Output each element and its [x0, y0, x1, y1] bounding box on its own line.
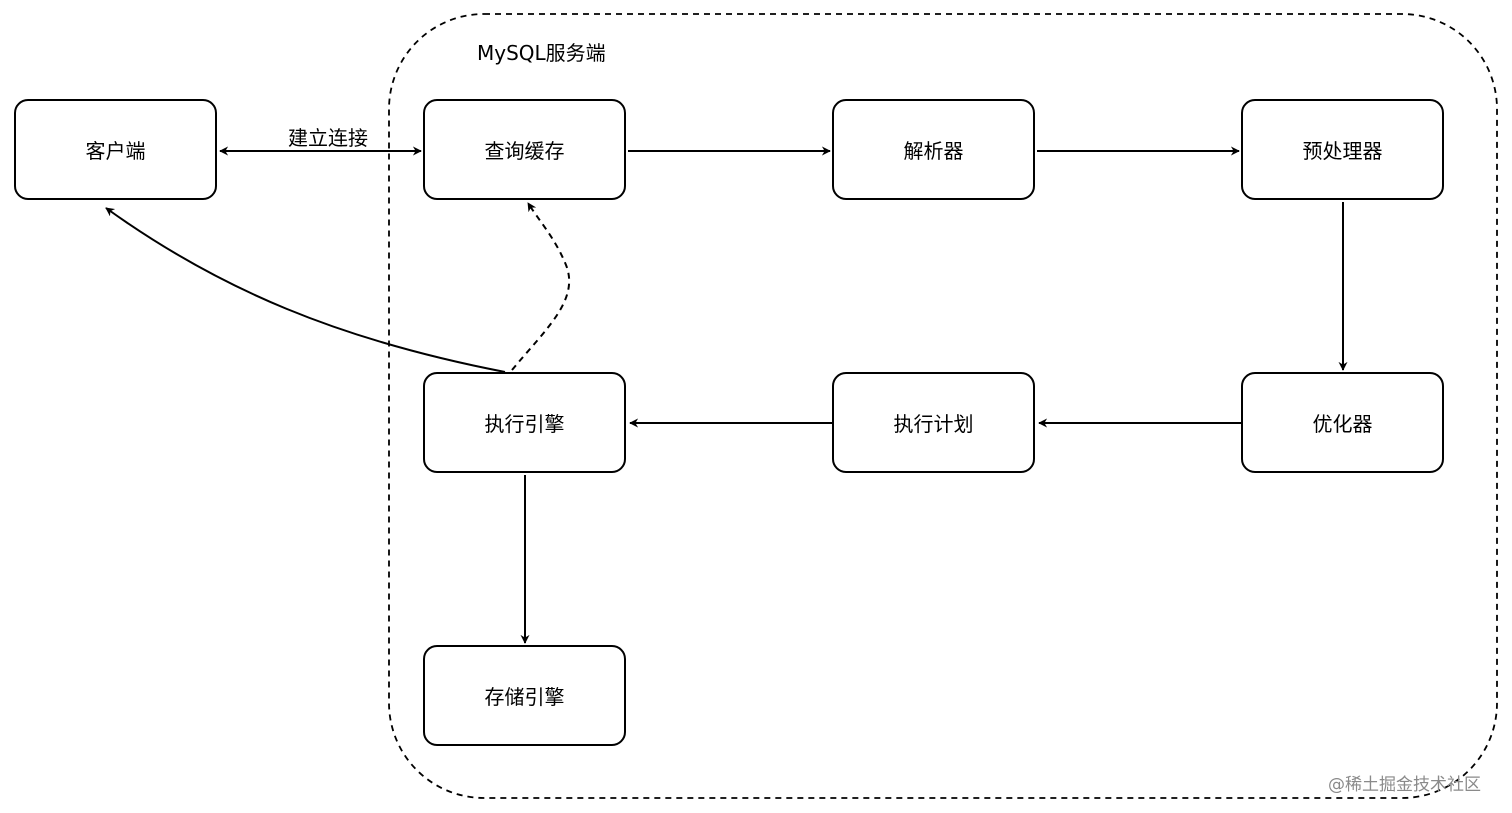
node-optimizer-label: 优化器: [1312, 412, 1373, 436]
edge-executor-client: [105, 207, 506, 373]
node-query-cache-label: 查询缓存: [484, 139, 565, 163]
node-client: 客户端: [14, 99, 217, 200]
watermark: @稀土掘金技术社区: [1328, 775, 1481, 795]
container-title: MySQL服务端: [477, 41, 606, 65]
node-executor: 执行引擎: [423, 372, 626, 473]
node-execution-plan: 执行计划: [832, 372, 1035, 473]
node-execution-plan-label: 执行计划: [893, 412, 974, 436]
mysql-server-boundary: [388, 13, 1498, 799]
node-storage-engine-label: 存储引擎: [484, 685, 565, 709]
node-query-cache: 查询缓存: [423, 99, 626, 200]
node-storage-engine: 存储引擎: [423, 645, 626, 746]
node-executor-label: 执行引擎: [484, 412, 565, 436]
node-optimizer: 优化器: [1241, 372, 1444, 473]
edge-executor-query-cache: [511, 202, 571, 371]
node-preprocessor-label: 预处理器: [1302, 139, 1383, 163]
node-preprocessor: 预处理器: [1241, 99, 1444, 200]
edge-label-connect: 建立连接: [288, 126, 368, 150]
node-parser: 解析器: [832, 99, 1035, 200]
node-client-label: 客户端: [85, 139, 146, 163]
node-parser-label: 解析器: [903, 139, 964, 163]
